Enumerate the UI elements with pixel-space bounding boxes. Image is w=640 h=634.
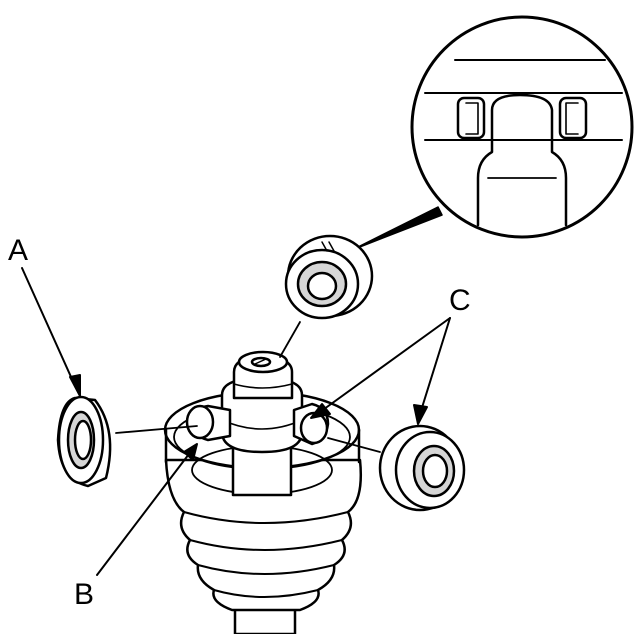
roller-c [327,424,466,512]
inset-right-clip [558,96,588,140]
leader-a [21,267,77,389]
roller-a [56,395,198,488]
inset-left-clip [456,96,486,140]
inset-shaft-profile [476,93,568,227]
leader-c1 [319,317,451,413]
leader-c2 [419,317,451,415]
roller-top [279,234,374,358]
detail-pointer [351,206,443,251]
leader-lines [21,267,451,576]
callout-b: B [74,578,95,611]
spider-assembly [185,350,330,497]
detail-inset [410,15,634,239]
trunnion-b [185,404,215,440]
leader-b [96,449,193,576]
callout-a: A [8,234,29,267]
callout-c: C [449,284,471,317]
inset-rail-lines [424,59,623,141]
